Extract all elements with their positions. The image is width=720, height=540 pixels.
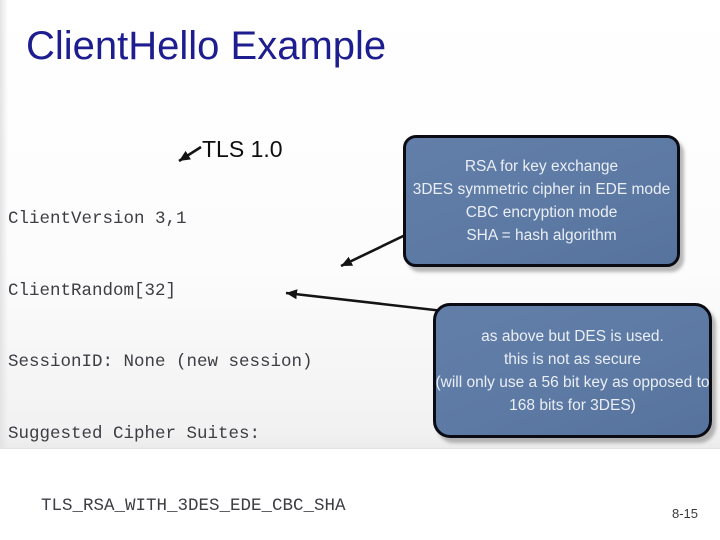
callout-line: 168 bits for 3DES) [509, 396, 636, 414]
tls-version-annotation-label: TLS 1.0 [202, 136, 283, 162]
page-number: 8-15 [672, 506, 699, 521]
code-line-suggested-cipher-suites: Suggested Cipher Suites: [8, 423, 261, 444]
callout-line: this is not as secure [504, 350, 641, 368]
slide-left-edge-shading [0, 0, 8, 448]
callout-des-cipher-explanation: as above but DES is used. this is not as… [433, 303, 712, 438]
code-line-client-version: ClientVersion 3,1 [8, 208, 187, 229]
code-line-client-random: ClientRandom[32] [8, 280, 177, 301]
clienthello-code-listing: ClientVersion 3,1 ClientRandom[32] Sessi… [8, 160, 397, 540]
callout-line: (will only use a 56 bit key as opposed t… [435, 373, 710, 391]
callout-line: 3DES symmetric cipher in EDE mode [412, 181, 671, 198]
slide-title: ClientHello Example [26, 24, 387, 68]
callout-line: CBC encryption mode [465, 204, 618, 221]
callout-line: RSA for key exchange [464, 158, 619, 175]
code-line-cipher-suite-3des: TLS_RSA_WITH_3DES_EDE_CBC_SHA [41, 495, 346, 516]
callout-3des-cipher-explanation: RSA for key exchange 3DES symmetric ciph… [403, 135, 680, 267]
callout-line: as above but DES is used. [481, 327, 664, 345]
callout-line: SHA = hash algorithm [466, 227, 617, 244]
code-line-session-id: SessionID: None (new session) [8, 352, 313, 373]
